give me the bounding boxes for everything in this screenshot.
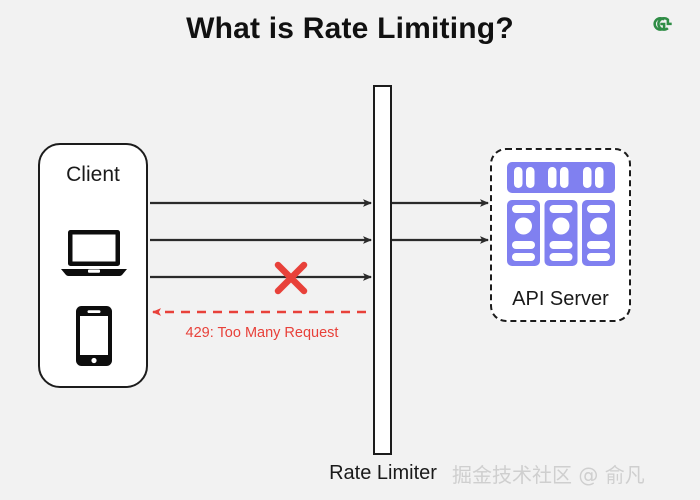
rate-limiter-label: Rate Limiter [329,462,437,484]
watermark: 掘金技术社区 @ 俞凡 [452,463,645,487]
laptop-icon [60,228,128,278]
client-label: Client [66,163,120,186]
rate-limit-error-label: 429: Too Many Request [185,325,339,341]
smartphone-icon [75,305,113,367]
page-title: What is Rate Limiting? [186,12,514,45]
server-rack-icon [505,162,617,266]
api-server-label: API Server [512,288,609,310]
geeksforgeeks-logo [648,12,684,36]
x-mark-icon [274,261,308,295]
rate-limiter-node [373,85,392,455]
